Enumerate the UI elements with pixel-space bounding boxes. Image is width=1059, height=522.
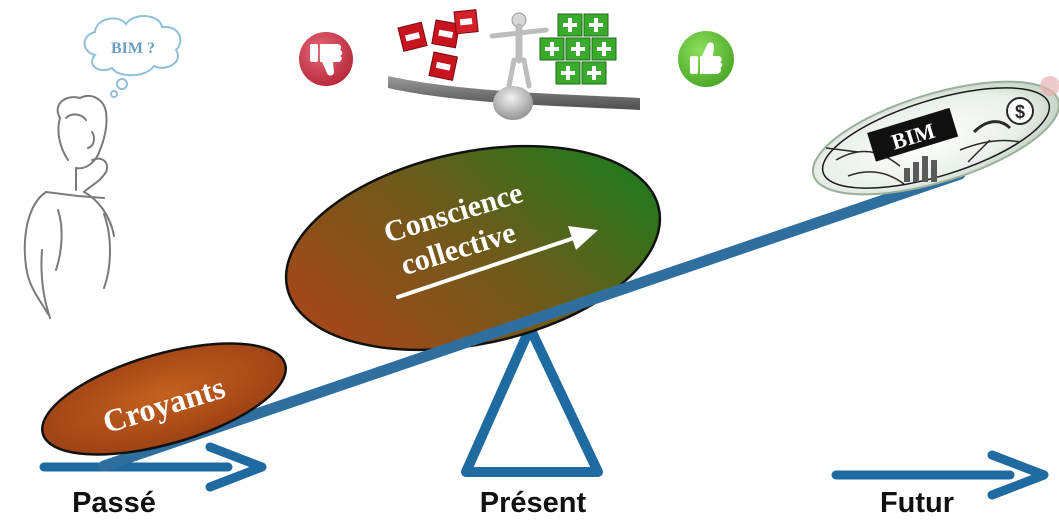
- minus-box-4: [428, 51, 459, 82]
- present-label: Présent: [480, 487, 587, 519]
- future-arrow: [831, 450, 1049, 500]
- bar-chart-icon: [904, 156, 937, 182]
- plus-box-group: [539, 13, 617, 85]
- thumbs-down-icon: [299, 32, 353, 86]
- future-label: Futur: [880, 487, 954, 519]
- past-arrow: [39, 442, 267, 492]
- svg-text:$: $: [1015, 102, 1025, 122]
- past-label: Passé: [72, 487, 156, 519]
- minus-box-3: [453, 9, 479, 35]
- minus-box-2: [431, 19, 461, 49]
- curved-arrow-icon: [972, 120, 1012, 134]
- bim-disc: BIM $: [811, 76, 1059, 196]
- thinking-person-icon: [23, 94, 115, 319]
- thought-bubble-text: BIM ?: [111, 40, 155, 57]
- believers-ellipse: Croyants: [40, 342, 288, 456]
- minus-box-1: [397, 21, 428, 52]
- thumbs-up-icon: [678, 31, 734, 87]
- seesaw-beam: [98, 168, 966, 472]
- collective-consciousness-ellipse: Conscience collective: [284, 144, 662, 352]
- fulcrum-triangle: [461, 323, 603, 477]
- dollar-icon: $: [1006, 97, 1034, 125]
- balance-scale-icon: [388, 12, 640, 120]
- rising-arrow-icon: [396, 226, 598, 299]
- thought-bubble: BIM ?: [83, 15, 182, 98]
